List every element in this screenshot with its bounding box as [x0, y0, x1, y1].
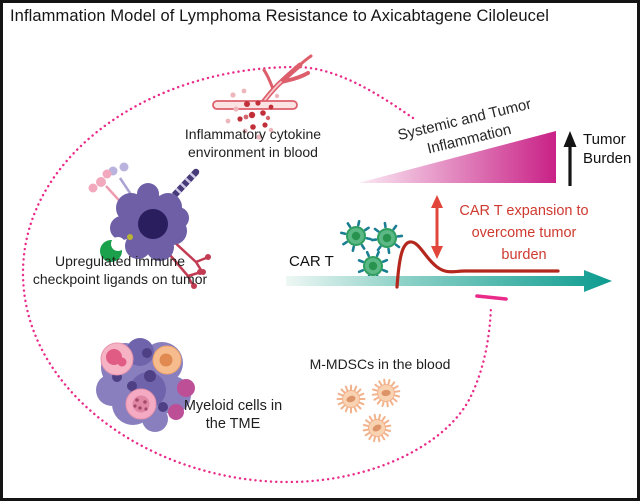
- myeloid-cluster-icon: [96, 338, 195, 432]
- tumor-burden-label: Tumor Burden: [583, 131, 632, 167]
- cytokine-dots-icon: [225, 88, 280, 140]
- cytokine-environment-label: Inflammatory cytokine environment in blo…: [184, 126, 322, 160]
- inhibition-bar-icon: [475, 294, 508, 301]
- checkpoint-ligands-label: Upregulated immune checkpoint ligands on…: [32, 253, 208, 287]
- mdsc-cells-icon: [336, 375, 404, 445]
- tumor-cell-icon: [88, 162, 211, 289]
- cart-kinetics-curve: [395, 240, 560, 289]
- cart-label: CAR T: [289, 253, 334, 270]
- timeline-arrow-icon: [286, 270, 612, 292]
- cart-expansion-label: CAR T expansion to overcome tumor burden: [459, 203, 589, 263]
- page-title: Inflammation Model of Lymphoma Resistanc…: [10, 7, 550, 25]
- blood-vessel-icon: [212, 54, 313, 110]
- mdsc-label: M-MDSCs in the blood: [309, 356, 451, 372]
- cart-expansion-arrow-icon: [431, 195, 443, 259]
- myeloid-cells-label: Myeloid cells in the TME: [183, 398, 283, 433]
- cart-cells-icon: [336, 216, 406, 287]
- tumor-burden-arrow-icon: [563, 131, 577, 186]
- inflammation-wedge: [358, 131, 556, 183]
